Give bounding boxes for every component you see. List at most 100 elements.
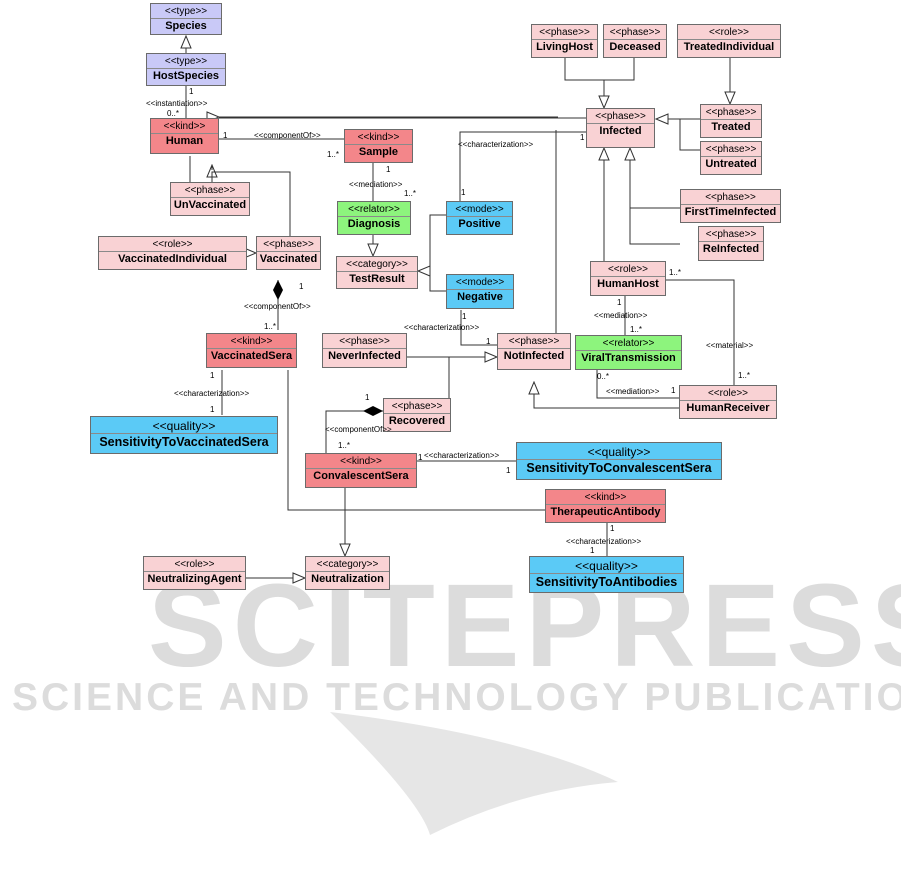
treated-name: Treated	[701, 119, 761, 134]
never-infected-stereotype: <<phase>>	[339, 336, 390, 347]
not-infected-stereotype: <<phase>>	[508, 336, 560, 347]
sensitivity-convalescent-sera-stereotype: <<quality>>	[587, 445, 651, 459]
mult-hostspecies-1: 1	[189, 87, 194, 96]
class-unvaccinated[interactable]: <<phase>> UnVaccinated	[170, 182, 250, 216]
therapeutic-antibody-name: TherapeuticAntibody	[546, 504, 665, 519]
first-time-infected-stereotype: <<phase>>	[705, 192, 756, 203]
vaccinated-name: Vaccinated	[257, 251, 320, 266]
characterization-label-2: <<characterization>>	[174, 389, 250, 398]
living-host-stereotype: <<phase>>	[539, 27, 590, 38]
mult-sensitivity-vacc-1: 1	[210, 405, 215, 414]
class-treated-individual[interactable]: <<role>> TreatedIndividual	[677, 24, 781, 58]
recovered-name: Recovered	[384, 413, 450, 428]
recovered-stereotype: <<phase>>	[391, 401, 443, 412]
mult-therapeutic-1: 1	[610, 524, 615, 533]
characterization-label-4: <<characterization>>	[424, 451, 500, 460]
mult-notinfected-1: 1	[486, 337, 491, 346]
class-human-receiver[interactable]: <<role>> HumanReceiver	[679, 385, 777, 419]
never-infected-name: NeverInfected	[323, 348, 406, 363]
component-of-label-1: <<componentOf>>	[254, 131, 321, 140]
characterization-label-3: <<characterization>>	[404, 323, 480, 332]
test-result-name: TestResult	[337, 271, 417, 286]
class-therapeutic-antibody[interactable]: <<kind>> TherapeuticAntibody	[545, 489, 666, 523]
human-receiver-stereotype: <<role>>	[707, 388, 749, 399]
component-of-label-2: <<componentOf>>	[244, 302, 311, 311]
convalescent-sera-stereotype: <<kind>>	[340, 456, 382, 467]
mult-convalescent-1: 1	[418, 453, 423, 462]
treated-individual-name: TreatedIndividual	[678, 39, 780, 54]
neutralizing-agent-name: NeutralizingAgent	[144, 571, 245, 586]
class-vaccinated-individual[interactable]: <<role>> VaccinatedIndividual	[98, 236, 247, 270]
negative-stereotype: <<mode>>	[455, 277, 505, 288]
sensitivity-antibodies-stereotype: <<quality>>	[575, 559, 638, 573]
sensitivity-antibodies-name: SensitivityToAntibodies	[530, 573, 683, 590]
class-neutralization[interactable]: <<category>> Neutralization	[305, 556, 390, 590]
class-recovered[interactable]: <<phase>> Recovered	[383, 398, 451, 432]
class-species[interactable]: <<type>> Species	[150, 3, 222, 35]
class-diagnosis[interactable]: <<relator>> Diagnosis	[337, 201, 411, 235]
instantiation-label: <<instantiation>>	[146, 99, 208, 108]
mult-positive-1: 1	[461, 188, 466, 197]
vaccinated-sera-name: VaccinatedSera	[207, 348, 296, 363]
class-human-host[interactable]: <<role>> HumanHost	[590, 261, 666, 296]
mediation-label-3: <<mediation>>	[606, 387, 660, 396]
vaccinated-sera-stereotype: <<kind>>	[230, 336, 273, 347]
treated-individual-stereotype: <<role>>	[708, 27, 750, 38]
not-infected-name: NotInfected	[498, 348, 570, 363]
class-deceased[interactable]: <<phase>> Deceased	[603, 24, 667, 58]
host-species-name: HostSpecies	[147, 68, 225, 83]
mult-vaccinatedsera-1: 1	[210, 371, 215, 380]
diagnosis-stereotype: <<relator>>	[348, 204, 400, 215]
class-negative[interactable]: <<mode>> Negative	[446, 274, 514, 309]
untreated-stereotype: <<phase>>	[705, 144, 757, 155]
viral-transmission-name: ViralTransmission	[576, 350, 681, 365]
class-test-result[interactable]: <<category>> TestResult	[336, 256, 418, 289]
mult-negative-1: 1	[462, 312, 467, 321]
class-neutralizing-agent[interactable]: <<role>> NeutralizingAgent	[143, 556, 246, 590]
viral-transmission-stereotype: <<relator>>	[602, 338, 655, 349]
neutralization-stereotype: <<category>>	[316, 559, 379, 570]
untreated-name: Untreated	[701, 156, 761, 171]
class-living-host[interactable]: <<phase>> LivingHost	[531, 24, 598, 58]
class-treated[interactable]: <<phase>> Treated	[700, 104, 762, 138]
mult-sensitivity-antibodies-1: 1	[590, 546, 595, 555]
class-human[interactable]: <<kind>> Human	[150, 118, 219, 154]
class-positive[interactable]: <<mode>> Positive	[446, 201, 513, 235]
mult-humanhost-1many: 1..*	[669, 268, 682, 277]
class-untreated[interactable]: <<phase>> Untreated	[700, 141, 762, 175]
mult-diagnosis-1many: 1..*	[404, 189, 417, 198]
neutralization-name: Neutralization	[306, 571, 389, 586]
class-sensitivity-antibodies[interactable]: <<quality>> SensitivityToAntibodies	[529, 556, 684, 593]
class-vaccinated[interactable]: <<phase>> Vaccinated	[256, 236, 321, 270]
class-host-species[interactable]: <<type>> HostSpecies	[146, 53, 226, 86]
host-species-stereotype: <<type>>	[164, 56, 208, 67]
mult-sample-1: 1	[386, 165, 391, 174]
class-vaccinated-sera[interactable]: <<kind>> VaccinatedSera	[206, 333, 297, 368]
vaccinated-individual-name: VaccinatedIndividual	[99, 251, 246, 266]
class-viral-transmission[interactable]: <<relator>> ViralTransmission	[575, 335, 682, 370]
sensitivity-convalescent-sera-name: SensitivityToConvalescentSera	[517, 459, 721, 476]
mult-convalescent-1many: 1..*	[338, 441, 351, 450]
class-infected[interactable]: <<phase>> Infected	[586, 108, 655, 148]
living-host-name: LivingHost	[532, 39, 597, 54]
mult-human-0many: 0..*	[167, 109, 180, 118]
sample-stereotype: <<kind>>	[357, 132, 400, 143]
human-stereotype: <<kind>>	[163, 121, 206, 132]
class-first-time-infected[interactable]: <<phase>> FirstTimeInfected	[680, 189, 781, 223]
mult-viral-0many: 0..*	[597, 372, 610, 381]
class-sensitivity-convalescent-sera[interactable]: <<quality>> SensitivityToConvalescentSer…	[516, 442, 722, 480]
class-sample[interactable]: <<kind>> Sample	[344, 129, 413, 163]
mult-infected-1: 1	[580, 133, 585, 142]
treated-stereotype: <<phase>>	[705, 107, 757, 118]
class-never-infected[interactable]: <<phase>> NeverInfected	[322, 333, 407, 368]
component-of-label-3: <<componentOf>>	[325, 425, 392, 434]
mult-vaccinatedsera-1many: 1..*	[264, 322, 277, 331]
class-not-infected[interactable]: <<phase>> NotInfected	[497, 333, 571, 370]
mediation-label-1: <<mediation>>	[349, 180, 403, 189]
class-convalescent-sera[interactable]: <<kind>> ConvalescentSera	[305, 453, 417, 488]
infected-stereotype: <<phase>>	[595, 111, 646, 122]
class-sensitivity-vaccinated-sera[interactable]: <<quality>> SensitivityToVaccinatedSera	[90, 416, 278, 454]
class-reinfected[interactable]: <<phase>> ReInfected	[698, 226, 764, 261]
negative-name: Negative	[447, 289, 513, 304]
